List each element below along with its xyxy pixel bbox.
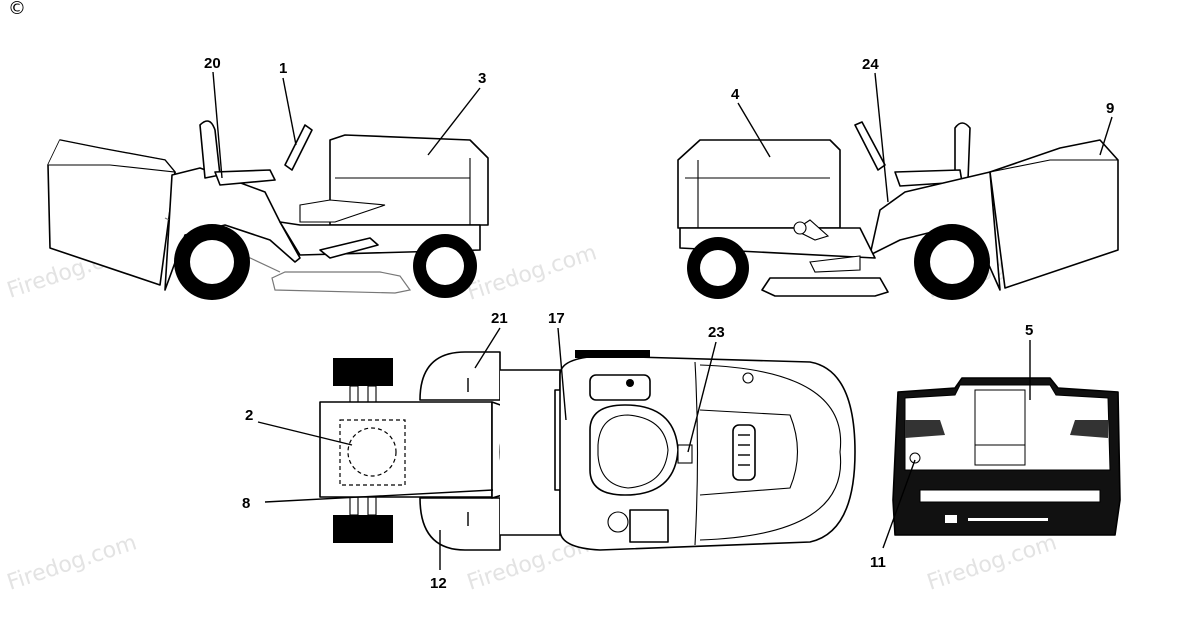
callout-4: 4 — [731, 86, 740, 103]
callout-leaders — [212, 71, 1113, 570]
mower-left-side-view — [47, 120, 489, 300]
mower-front-view — [892, 377, 1121, 536]
callout-12: 12 — [430, 575, 447, 592]
callout-24: 24 — [862, 56, 879, 73]
callout-2: 2 — [245, 407, 253, 424]
callout-3: 3 — [478, 70, 486, 87]
mower-top-view — [319, 350, 856, 551]
copyright-mark: © — [8, 0, 26, 19]
callout-11: 11 — [870, 554, 886, 571]
callout-21: 21 — [491, 310, 508, 327]
watermark: Firedog.com — [464, 240, 600, 305]
watermark: Firedog.com — [924, 530, 1060, 595]
callout-8: 8 — [242, 495, 250, 512]
callout-20: 20 — [204, 55, 221, 72]
callout-5: 5 — [1025, 322, 1033, 339]
watermark: Firedog.com — [4, 530, 140, 595]
callout-17: 17 — [548, 310, 565, 327]
callout-23: 23 — [708, 324, 725, 341]
callout-labels: 20 1 3 4 24 9 21 17 23 2 8 12 5 11 — [204, 55, 1114, 592]
callout-9: 9 — [1106, 100, 1114, 117]
mower-right-side-view — [677, 121, 1119, 300]
callout-1: 1 — [279, 60, 287, 77]
